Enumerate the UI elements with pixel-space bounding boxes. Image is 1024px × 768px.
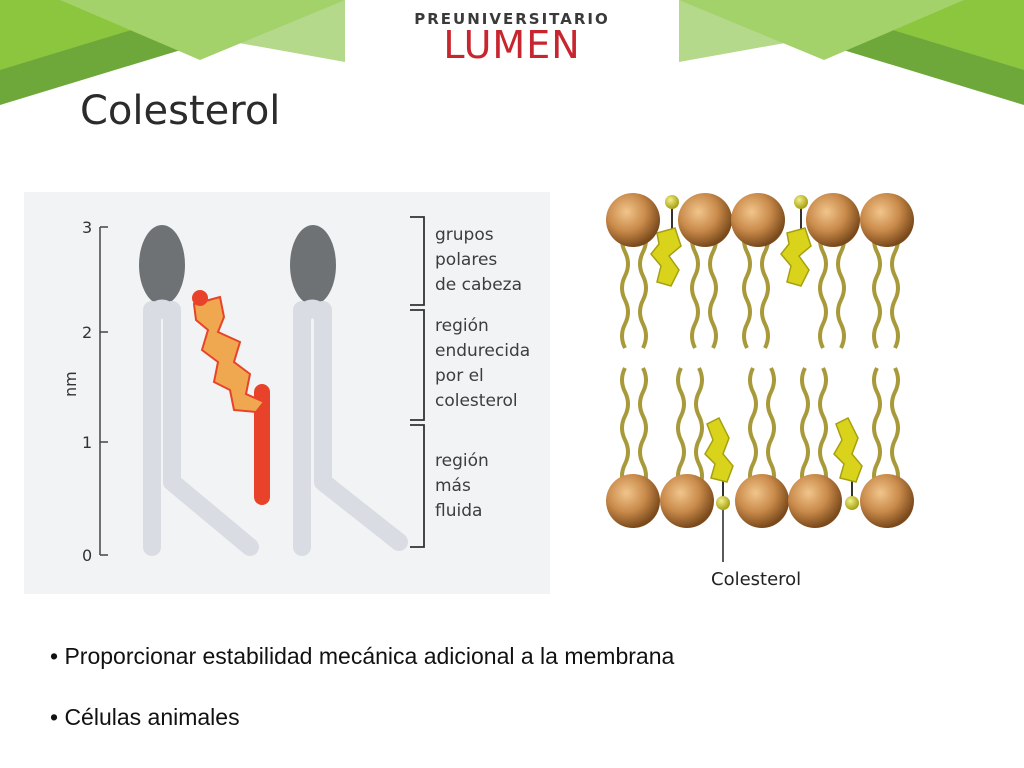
cholesterol-head [192,290,208,306]
bracket-rigid [410,309,425,421]
cholesterol-ring [192,295,266,414]
region-label: polares [435,250,497,270]
region-label: región [435,451,489,471]
cholesterol-bottom-1 [704,416,734,510]
bracket-polar [410,216,425,306]
region-label: por el [435,366,484,386]
axis-tick-label: 2 [82,323,92,342]
cholesterol-label: Colesterol [711,569,801,590]
axis-label: nm [61,371,80,397]
header-decoration-left [0,0,345,105]
bullet-point: • Proporcionar estabilidad mecánica adic… [50,643,675,669]
logo: PREUNIVERSITARIO LUMEN [0,10,1024,64]
axis-tick-label: 1 [82,433,92,452]
phospholipid-left [139,225,259,556]
logo-top-text: PREUNIVERSITARIO [414,10,610,28]
cholesterol-bottom-2 [833,416,863,510]
cholesterol-molecule [192,290,270,505]
region-label: colesterol [435,391,518,411]
cholesterol-top-1 [650,195,682,287]
bullet-point: • Células animales [50,704,240,730]
header-decoration-right [679,0,1024,105]
phospholipid-right [290,225,408,556]
region-label: región [435,316,489,336]
axis-tick-label: 0 [82,546,92,565]
page-title: Colesterol [80,88,281,134]
bottom-leaflet-tails [620,367,900,489]
region-label: endurecida [435,341,530,361]
bracket-fluid [410,424,425,548]
left-diagram-panel [24,192,550,594]
region-label: más [435,476,471,496]
axis-tick-label: 3 [82,218,92,237]
left-diagram: 3 2 1 0 nm grupos polares de cabeza regi… [61,216,530,565]
polar-head [290,225,336,305]
top-leaflet-tails [620,227,900,349]
region-label: fluida [435,501,482,521]
top-leaflet-heads [606,193,914,247]
bottom-leaflet-heads [606,474,914,528]
region-label: grupos [435,225,494,245]
region-label: de cabeza [435,275,522,295]
cholesterol-top-2 [780,195,812,287]
logo-main-text: LUMEN [443,23,581,67]
polar-head [139,225,185,305]
right-diagram-bilayer: Colesterol [606,193,914,590]
